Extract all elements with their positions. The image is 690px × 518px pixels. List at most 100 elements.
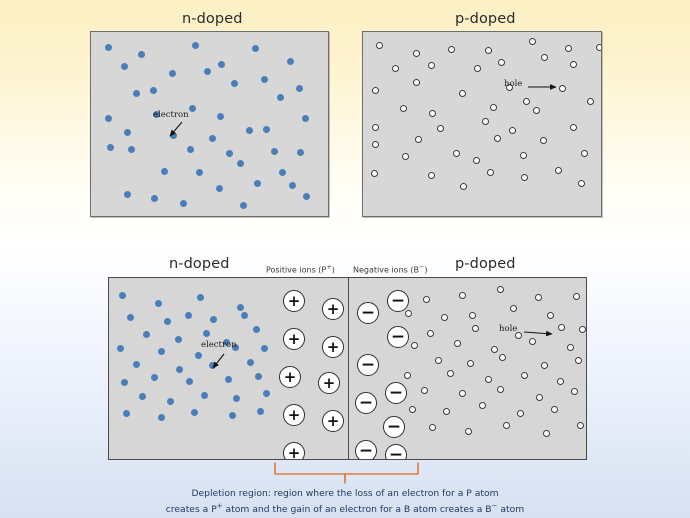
hole-circle [485,376,492,383]
electron-dot [232,344,239,351]
electron-dot [296,85,303,92]
electron-dot [195,352,202,359]
hole-circle [454,340,461,347]
hole-circle [429,110,436,117]
hole-circle [523,98,530,105]
hole-circle [578,180,585,187]
hole-circle [428,62,435,69]
electron-dot [261,76,268,83]
hole-circle [372,87,379,94]
electron-dot [229,412,236,419]
electron-dot [150,87,157,94]
hole-circle [427,330,434,337]
electron-dot [246,127,253,134]
hole-circle [551,406,558,413]
negative-ion: − [355,440,377,459]
hole-circle [567,344,574,351]
negative-ions-label-text: Negative ions (B [353,265,419,275]
electron-dot [263,126,270,133]
hole-circle [392,65,399,72]
positive-ion: + [283,328,305,350]
electron-dot [164,318,171,325]
hole-circle [459,292,466,299]
electron-dot [225,376,232,383]
electron-dot [133,361,140,368]
bottom-annotation-arrows [212,330,553,369]
hole-circle [520,152,527,159]
electron-cloud-bottom [113,282,270,457]
electron-dot [197,294,204,301]
hole-circle [409,406,416,413]
electron-dot [139,393,146,400]
electron-dot [192,42,199,49]
hole-circle [497,386,504,393]
electron-dot [223,339,230,346]
hole-circle [460,183,467,190]
electron-dot [138,51,145,58]
electron-dot [203,330,210,337]
electron-dot [121,379,128,386]
hole-circle [443,408,450,415]
hole-cloud-bottom [399,282,586,457]
electron-dot [217,113,224,120]
positive-ions-label-text: Positive ions (P [266,265,327,275]
hole-circle [491,346,498,353]
electron-dot [263,390,270,397]
caption-b-minus-superscript: − [491,502,498,510]
hole-circle [596,44,601,51]
positive-ion: + [279,366,301,388]
hole-circle [487,169,494,176]
hole-circle [497,286,504,293]
hole-circle [473,157,480,164]
hole-circle [571,388,578,395]
electron-dot [167,398,174,405]
electron-dot [252,45,259,52]
hole-circle [557,378,564,385]
positive-ion: + [322,336,344,358]
hole-circle [521,174,528,181]
hole-circle [465,428,472,435]
hole-circle [482,118,489,125]
hole-circle [541,54,548,61]
hole-circle [575,357,582,364]
hole-circle [421,387,428,394]
electron-leader-arrow-top [169,121,183,137]
electron-dot [191,409,198,416]
hole-circle [459,390,466,397]
hole-circle [413,79,420,86]
hole-circle [371,170,378,177]
positive-ion-column: +++++++++ [275,284,347,459]
electron-dot [240,202,247,209]
caption-line-2: creates a P+ atom and the gain of an ele… [0,500,690,516]
electron-dot [201,392,208,399]
negative-ion: − [357,302,379,324]
hole-circle [376,42,383,49]
electron-dot [124,129,131,136]
hole-circle [509,127,516,134]
electron-dot [187,146,194,153]
electron-dot [210,316,217,323]
hole-circle [540,137,547,144]
electron-label-bottom: electron [201,340,237,350]
caption-p-plus-superscript: + [216,502,223,510]
caption-line-1: Depletion region: region where the loss … [191,488,499,499]
hole-circle [490,104,497,111]
positive-ion: + [322,410,344,432]
electron-dot [261,345,268,352]
hole-circle [467,360,474,367]
electron-dot [209,135,216,142]
electron-dot [133,90,140,97]
electron-dot [186,378,193,385]
depletion-caption: Depletion region: region where the loss … [0,487,690,516]
electron-dot [161,168,168,175]
electron-dot [218,61,225,68]
hole-circle [448,46,455,53]
electron-dot [279,169,286,176]
pn-junction-panel: electron +++++++++ −−−−−−−−− hole [108,277,587,460]
hole-circle [529,338,536,345]
electron-dot [231,80,238,87]
hole-circle [459,90,466,97]
hole-circle [559,85,566,92]
hole-circle [428,172,435,179]
